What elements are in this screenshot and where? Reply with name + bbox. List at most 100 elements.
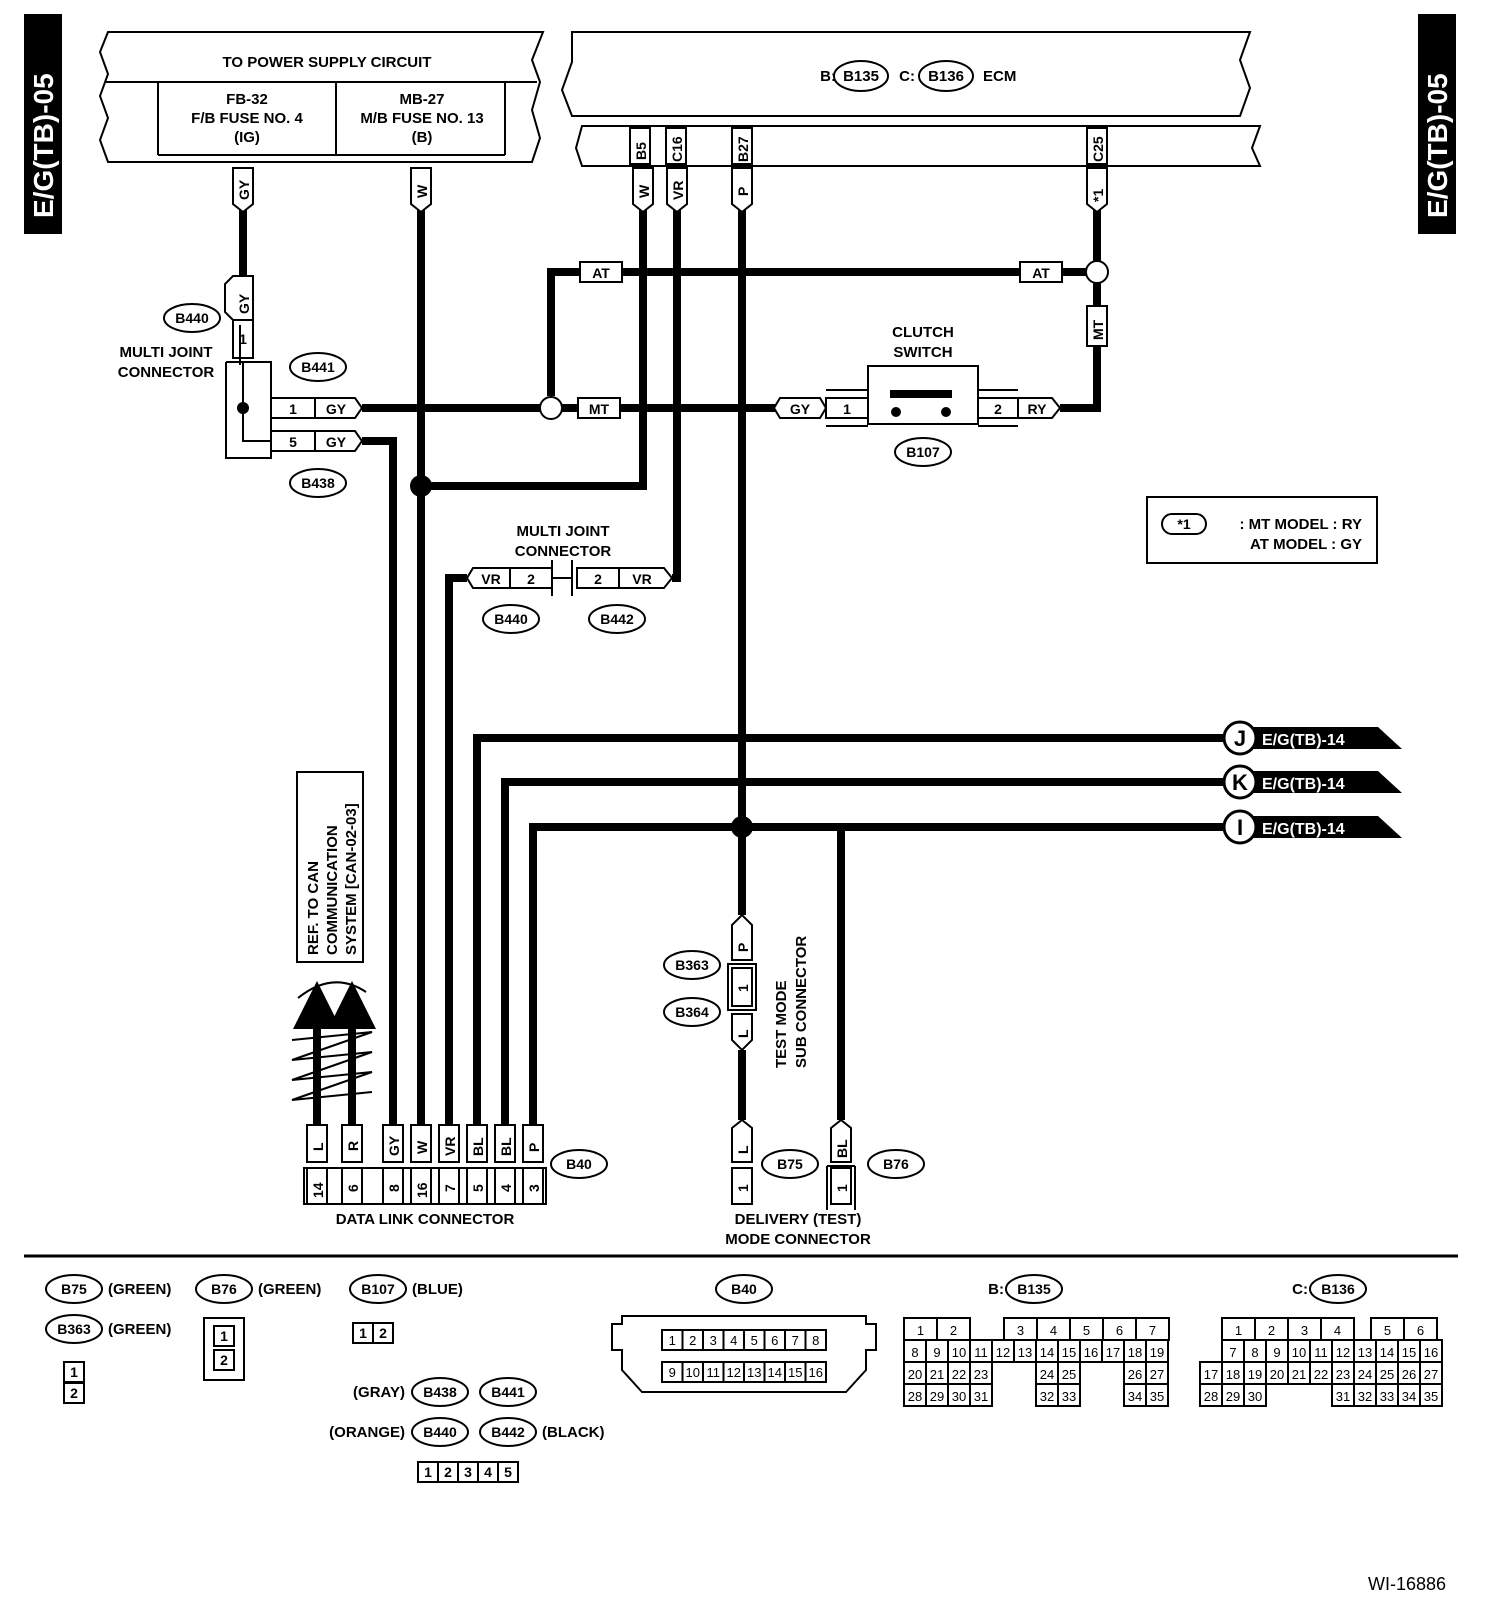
svg-text:B:: B: — [820, 68, 836, 85]
b40-pin: 7 — [784, 1329, 807, 1351]
svg-text:C16: C16 — [669, 136, 685, 162]
tag-at-left: AT — [579, 261, 623, 283]
svg-text:1: 1 — [220, 1328, 228, 1344]
b136-pin: 2 — [1254, 1317, 1289, 1341]
svg-text:15: 15 — [1062, 1345, 1076, 1360]
svg-text:14: 14 — [1380, 1345, 1394, 1360]
svg-text:2: 2 — [994, 401, 1002, 417]
svg-text:34: 34 — [1402, 1389, 1416, 1404]
offpage-i: I E/G(TB)-14 — [1222, 809, 1402, 845]
b40-pin: 11 — [702, 1361, 725, 1383]
svg-text:TEST MODE: TEST MODE — [773, 980, 790, 1068]
svg-text:2: 2 — [527, 571, 535, 587]
svg-text:CONNECTOR: CONNECTOR — [515, 543, 612, 560]
b136-pin: 34 — [1397, 1383, 1421, 1407]
b135-pin: 12 — [991, 1339, 1015, 1363]
svg-text:1: 1 — [424, 1464, 432, 1480]
svg-text:E/G(TB)-05: E/G(TB)-05 — [1422, 73, 1453, 218]
svg-text:(ORANGE): (ORANGE) — [329, 1424, 405, 1441]
svg-text:23: 23 — [974, 1367, 988, 1382]
svg-text:9: 9 — [1273, 1345, 1280, 1360]
svg-text:B438: B438 — [423, 1384, 457, 1400]
svg-text:DELIVERY (TEST): DELIVERY (TEST) — [735, 1211, 862, 1228]
svg-text:L: L — [310, 1142, 326, 1151]
svg-text:B107: B107 — [906, 444, 940, 460]
b136-pin: 7 — [1221, 1339, 1245, 1363]
b136-pin: 9 — [1265, 1339, 1289, 1363]
svg-text:15: 15 — [1402, 1345, 1416, 1360]
svg-text:B364: B364 — [675, 1004, 709, 1020]
svg-text:MT: MT — [589, 401, 610, 417]
tag-w-b5: W — [632, 167, 654, 214]
data-link-connector: L R GY W VR BL BL P 14 6 8 16 7 5 4 3 B4… — [303, 1124, 608, 1228]
b136-pin: 6 — [1403, 1317, 1438, 1341]
svg-text:5: 5 — [289, 434, 297, 450]
svg-text:CLUTCH: CLUTCH — [892, 324, 954, 341]
svg-text:27: 27 — [1424, 1367, 1438, 1382]
svg-text:6: 6 — [1116, 1323, 1123, 1338]
svg-text:30: 30 — [1248, 1389, 1262, 1404]
b136-pin: 5 — [1370, 1317, 1405, 1341]
b135-pin: 3 — [1003, 1317, 1038, 1341]
svg-text:27: 27 — [1150, 1367, 1164, 1382]
svg-text:MULTI JOINT: MULTI JOINT — [516, 523, 609, 540]
svg-text:2: 2 — [70, 1385, 78, 1401]
svg-text:23: 23 — [1336, 1367, 1350, 1382]
svg-text:1: 1 — [917, 1323, 924, 1338]
legend-5pin: 1 2 3 4 5 — [417, 1461, 519, 1483]
svg-text:BL: BL — [834, 1139, 850, 1158]
svg-text:1: 1 — [239, 331, 247, 347]
svg-text:5: 5 — [470, 1184, 486, 1192]
svg-text:10: 10 — [952, 1345, 966, 1360]
test-mode-sub-connector: P 1 L B363 B364 TEST MODE SUB CONNECTOR — [663, 913, 810, 1068]
svg-text:BL: BL — [470, 1137, 486, 1156]
b136-pin: 25 — [1375, 1361, 1399, 1385]
can-twisted-pair — [291, 981, 376, 1125]
svg-text:25: 25 — [1062, 1367, 1076, 1382]
figure-id: WI-16886 — [1368, 1574, 1446, 1594]
svg-text:B75: B75 — [61, 1281, 87, 1297]
b136-pin: 11 — [1309, 1339, 1333, 1363]
b136-pin: 33 — [1375, 1383, 1399, 1407]
b40-pin: 12 — [722, 1361, 745, 1383]
b40-pin: 3 — [702, 1329, 725, 1351]
svg-text:26: 26 — [1128, 1367, 1142, 1382]
b136-pin: 26 — [1397, 1361, 1421, 1385]
b135-pin: 6 — [1102, 1317, 1137, 1341]
svg-text:GY: GY — [236, 179, 252, 200]
svg-text:*1: *1 — [1090, 189, 1106, 202]
footnote-box: *1 : MT MODEL : RY AT MODEL : GY — [1146, 496, 1378, 564]
side-tab-right: E/G(TB)-05 — [1418, 14, 1456, 234]
b40-pin: 8 — [804, 1329, 827, 1351]
svg-text:B27: B27 — [735, 136, 751, 162]
svg-text:16: 16 — [809, 1365, 823, 1380]
svg-text:9: 9 — [669, 1365, 676, 1380]
svg-text:GY: GY — [326, 434, 347, 450]
svg-text:W: W — [636, 184, 652, 198]
svg-text:16: 16 — [414, 1182, 430, 1198]
svg-text:*1: *1 — [1177, 516, 1190, 532]
svg-text:7: 7 — [442, 1184, 458, 1192]
b136-pin: 8 — [1243, 1339, 1267, 1363]
svg-text:16: 16 — [1424, 1345, 1438, 1360]
b135-pin: 26 — [1123, 1361, 1147, 1385]
svg-text:2: 2 — [379, 1325, 387, 1341]
svg-text:2: 2 — [689, 1333, 696, 1348]
svg-text:(BLUE): (BLUE) — [412, 1281, 463, 1298]
b40-pin: 5 — [743, 1329, 766, 1351]
b135-pin: 2 — [936, 1317, 971, 1341]
b135-pin: 34 — [1123, 1383, 1147, 1407]
svg-text:B:: B: — [988, 1281, 1004, 1298]
svg-text:18: 18 — [1226, 1367, 1240, 1382]
svg-text:24: 24 — [1040, 1367, 1054, 1382]
svg-text:11: 11 — [1314, 1345, 1328, 1360]
svg-text:MULTI JOINT: MULTI JOINT — [119, 344, 212, 361]
b135-pin: 23 — [969, 1361, 993, 1385]
tag-mt-left: MT — [577, 397, 621, 419]
b135-pin: 18 — [1123, 1339, 1147, 1363]
svg-text:B107: B107 — [361, 1281, 395, 1297]
b135-pin: 22 — [947, 1361, 971, 1385]
svg-text:SUB CONNECTOR: SUB CONNECTOR — [793, 936, 810, 1068]
svg-text:E/G(TB)-05: E/G(TB)-05 — [28, 73, 59, 218]
